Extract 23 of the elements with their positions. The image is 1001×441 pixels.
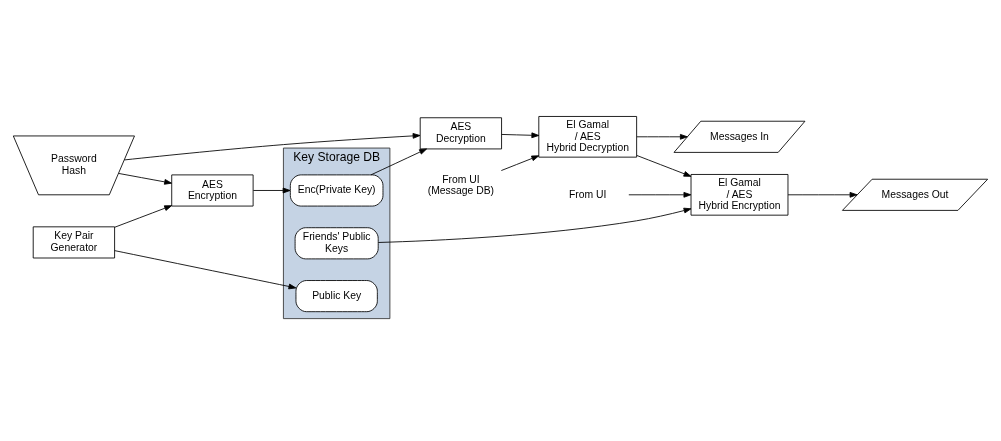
arrow bbox=[370, 148, 428, 175]
node-box: Public Key bbox=[295, 279, 378, 312]
arrow bbox=[500, 154, 540, 171]
arrow bbox=[114, 204, 172, 228]
node-box: Key Pair Generator bbox=[32, 225, 116, 258]
arrow bbox=[628, 191, 692, 198]
node-box: AES Decryption bbox=[419, 116, 502, 149]
node-text: From UI bbox=[568, 188, 607, 199]
node-box: Friends' Public Keys bbox=[294, 226, 379, 259]
node-box: Enc(Private Key) bbox=[289, 173, 384, 206]
arrow bbox=[252, 187, 291, 193]
node-box: El Gamal / AES Hybrid Decryption bbox=[538, 115, 638, 158]
arrow bbox=[378, 207, 692, 243]
arrow bbox=[636, 154, 692, 177]
arrow bbox=[114, 249, 297, 289]
arrow bbox=[118, 172, 172, 185]
node-box: El Gamal / AES Hybrid Encryption bbox=[690, 173, 789, 216]
arrow bbox=[787, 191, 858, 198]
arrow bbox=[636, 133, 688, 140]
arrow bbox=[124, 132, 421, 160]
node-text: From UI (Message DB) bbox=[427, 173, 495, 196]
arrow bbox=[501, 131, 540, 138]
node-box: AES Encryption bbox=[171, 173, 254, 206]
